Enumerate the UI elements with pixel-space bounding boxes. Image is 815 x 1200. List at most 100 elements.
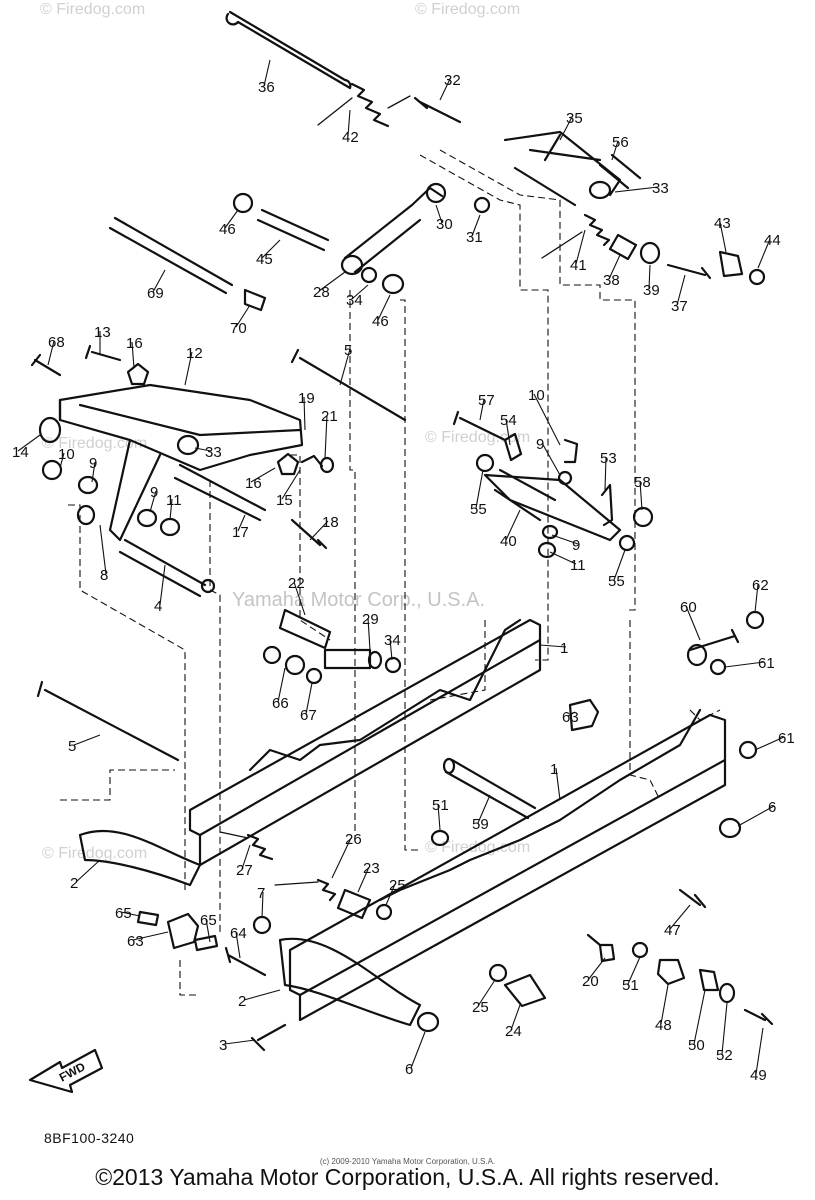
- bolt-10-right: [563, 438, 579, 464]
- callout-16: 16: [245, 475, 262, 492]
- nut-6-bottom: [416, 1011, 440, 1033]
- leader-line-22: [293, 581, 306, 616]
- callout-52: 52: [716, 1047, 733, 1064]
- lever-53: [600, 483, 614, 527]
- collar-33-left: [176, 434, 200, 456]
- washer-9-right-low: [541, 524, 559, 540]
- leader-line-44: [757, 238, 771, 269]
- callout-9: 9: [150, 484, 158, 501]
- washer-25-top: [375, 903, 393, 921]
- callout-6: 6: [405, 1061, 413, 1078]
- leader-line-55: [475, 469, 484, 509]
- leader-line-48: [660, 984, 669, 1025]
- stopper-63-right: [568, 698, 600, 732]
- leader-line-69: [152, 269, 166, 293]
- washer-55-left: [475, 453, 495, 473]
- washer-52: [718, 982, 736, 1004]
- fwd-arrow: FWD: [28, 1048, 104, 1094]
- callout-9: 9: [89, 455, 97, 472]
- collar-30: [425, 182, 447, 204]
- collar-22: [278, 608, 332, 650]
- callout-10: 10: [58, 446, 75, 463]
- callout-32: 32: [444, 72, 461, 89]
- callout-39: 39: [643, 282, 660, 299]
- collar-31: [473, 196, 491, 214]
- callout-5: 5: [68, 738, 76, 755]
- leader-line-25: [477, 979, 496, 1007]
- watermark-mid-left: © Firedog.com: [42, 435, 147, 452]
- callout-65: 65: [115, 905, 132, 922]
- leader-line-67: [305, 682, 313, 715]
- callout-4: 4: [154, 598, 162, 615]
- callout-1: 1: [550, 761, 558, 778]
- bolt-3: [250, 1023, 287, 1052]
- leader-line-62: [754, 583, 759, 613]
- callout-45: 45: [256, 251, 273, 268]
- leader-line-39: [648, 264, 651, 290]
- watermark-low-center: © Firedog.com: [425, 839, 530, 856]
- shock-eye-28: [340, 254, 364, 276]
- leader-line-40: [505, 509, 521, 541]
- callout-15: 15: [276, 492, 293, 509]
- watermark-center-text: Yamaha Motor Corp., U.S.A.: [232, 589, 485, 611]
- rail-1-upper: [188, 618, 542, 837]
- leader-line-2: [75, 859, 101, 883]
- leader-line-45: [261, 239, 281, 259]
- copyright-footer: ©2013 Yamaha Motor Corporation, U.S.A. A…: [95, 1164, 720, 1190]
- bolt-37: [666, 263, 712, 280]
- link-15: [300, 454, 324, 468]
- nut-44: [748, 268, 766, 286]
- watermark-top-left: © Firedog.com: [40, 1, 145, 18]
- nut-62: [745, 610, 765, 630]
- shaft-36: [225, 10, 352, 90]
- stopper-63-left: [166, 912, 200, 950]
- spring-27: [246, 833, 274, 861]
- leader-line-4: [159, 564, 166, 606]
- washer-7: [252, 915, 272, 935]
- callout-10: 10: [528, 387, 545, 404]
- callout-25: 25: [472, 999, 489, 1016]
- arm-12: [58, 383, 304, 472]
- leader-line-30: [435, 204, 443, 224]
- leader-line-31: [471, 214, 481, 237]
- collar-67: [305, 667, 323, 685]
- leader-line-21: [324, 414, 328, 459]
- leader-lines: [17, 59, 785, 1075]
- leader-line-10: [533, 393, 561, 446]
- washer-8: [76, 504, 96, 526]
- lower-parts: [36, 680, 774, 1052]
- callout-36: 36: [258, 79, 275, 96]
- leader-line-63: [132, 931, 169, 941]
- callout-68: 68: [48, 334, 65, 351]
- rear-arm-assembly: [452, 410, 654, 559]
- spring-42: [350, 82, 390, 128]
- callout-69: 69: [147, 285, 164, 302]
- leader-line-16: [131, 341, 135, 369]
- bracket-35: [503, 130, 622, 207]
- callout-3: 3: [219, 1037, 227, 1054]
- callout-31: 31: [466, 229, 483, 246]
- callout-48: 48: [655, 1017, 672, 1034]
- shaft-45: [256, 208, 330, 252]
- callout-57: 57: [478, 392, 495, 409]
- collar-29: [323, 648, 372, 670]
- leader-line-7: [261, 891, 264, 919]
- callout-19: 19: [298, 390, 315, 407]
- callout-62: 62: [752, 577, 769, 594]
- callout-24: 24: [505, 1023, 522, 1040]
- callout-66: 66: [272, 695, 289, 712]
- slide-rails: [78, 618, 742, 1033]
- callout-8: 8: [100, 567, 108, 584]
- leader-line-70: [235, 304, 251, 328]
- leader-line-65: [205, 918, 211, 943]
- spring-41: [583, 213, 611, 247]
- callout-55: 55: [470, 501, 487, 518]
- callout-18: 18: [322, 514, 339, 531]
- leader-line-52: [721, 1002, 728, 1055]
- callout-55: 55: [608, 573, 625, 590]
- bush-66-b: [284, 654, 306, 676]
- leader-line-33: [194, 447, 212, 452]
- callout-56: 56: [612, 134, 629, 151]
- callout-9: 9: [536, 436, 544, 453]
- callout-61: 61: [778, 730, 795, 747]
